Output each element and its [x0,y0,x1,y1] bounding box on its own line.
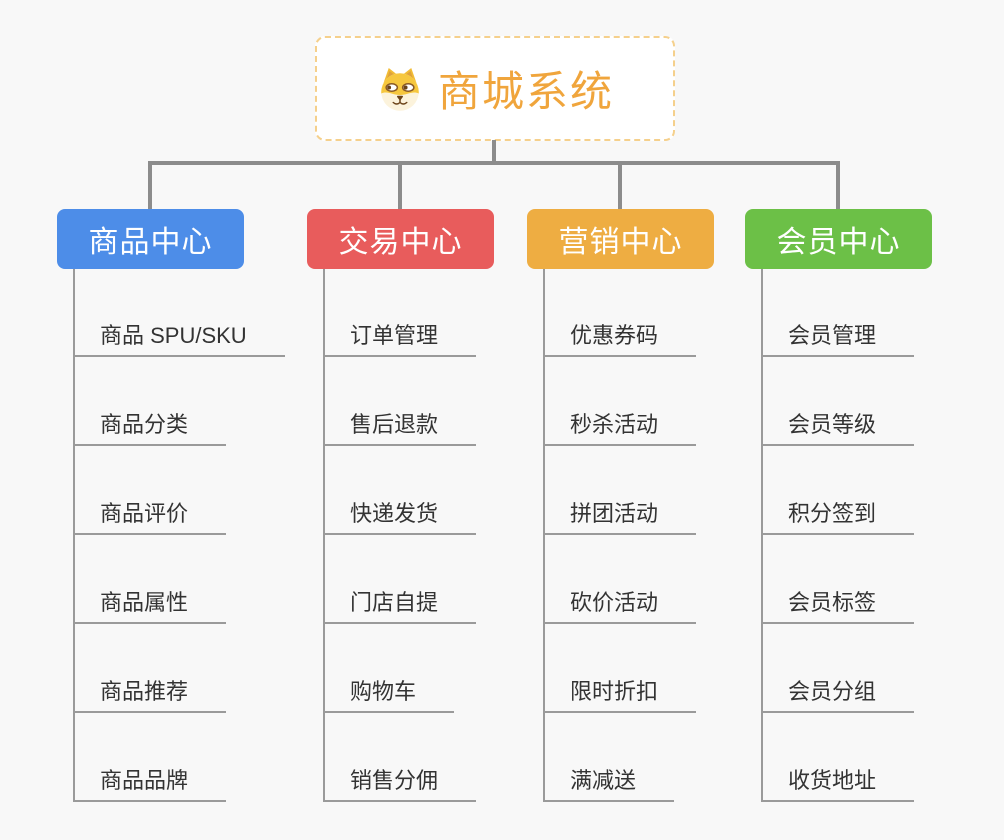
leaf-node[interactable]: 销售分佣 [323,766,477,802]
leaf-node[interactable]: 商品评价 [73,499,227,535]
leaf-node[interactable]: 会员等级 [761,410,915,446]
branch-marketing-center[interactable]: 营销中心 [527,209,714,269]
leaf-node[interactable]: 快递发货 [323,499,477,535]
branch-product-center[interactable]: 商品中心 [57,209,244,269]
leaf-node[interactable]: 会员标签 [761,588,915,624]
leaf-node[interactable]: 商品品牌 [73,766,227,802]
branch-trunk [761,269,763,802]
branch-member-center[interactable]: 会员中心 [745,209,932,269]
leaf-node[interactable]: 商品属性 [73,588,227,624]
root-node-mall-system[interactable]: 商城系统 [315,36,675,141]
leaf-node[interactable]: 优惠券码 [543,321,697,357]
connector-bus [148,161,840,165]
leaf-node[interactable]: 积分签到 [761,499,915,535]
leaf-node[interactable]: 门店自提 [323,588,477,624]
leaf-node[interactable]: 收货地址 [761,766,915,802]
branch-trunk [543,269,545,802]
leaf-node[interactable]: 商品分类 [73,410,227,446]
leaf-node[interactable]: 会员分组 [761,677,915,713]
connector-drop [398,165,402,209]
branch-trunk [73,269,75,802]
leaf-node[interactable]: 商品推荐 [73,677,227,713]
leaf-node[interactable]: 砍价活动 [543,588,697,624]
branch-trunk [323,269,325,802]
connector-drop [836,165,840,209]
root-title: 商城系统 [437,68,614,115]
leaf-node[interactable]: 售后退款 [323,410,477,446]
doge-face-icon [376,65,424,113]
connector-stem [492,140,496,163]
connector-drop [618,165,622,209]
branch-trade-center[interactable]: 交易中心 [307,209,494,269]
leaf-node[interactable]: 商品 SPU/SKU [73,321,285,357]
leaf-node[interactable]: 秒杀活动 [543,410,697,446]
connector-drop [148,165,152,209]
leaf-node[interactable]: 购物车 [323,677,455,713]
leaf-node[interactable]: 会员管理 [761,321,915,357]
leaf-node[interactable]: 订单管理 [323,321,477,357]
leaf-node[interactable]: 拼团活动 [543,499,697,535]
leaf-node[interactable]: 限时折扣 [543,677,697,713]
leaf-node[interactable]: 满减送 [543,766,675,802]
